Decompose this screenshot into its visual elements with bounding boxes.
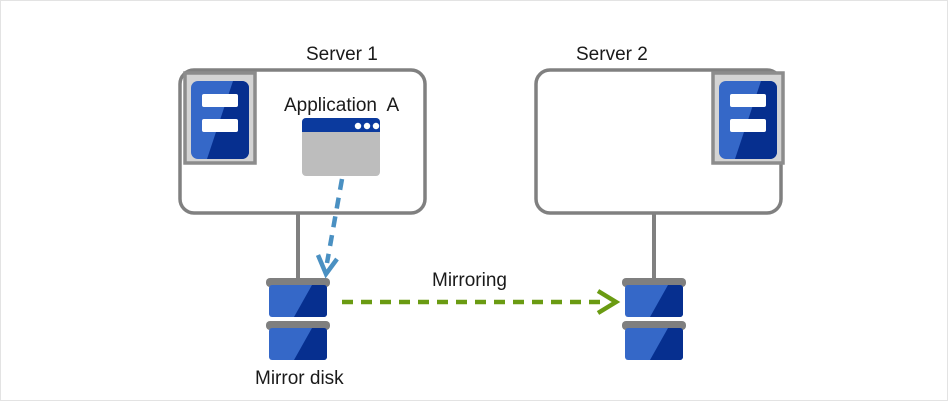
mirror-disk-label: Mirror disk	[255, 368, 344, 389]
mirroring-label: Mirroring	[432, 270, 507, 291]
server-icon	[711, 71, 785, 165]
dashed-right-arrow-icon	[342, 289, 621, 315]
dashed-down-arrow-icon	[315, 178, 345, 279]
server-icon	[183, 71, 257, 165]
disk-stack-icon	[622, 278, 686, 360]
server2-title: Server 2	[576, 44, 648, 65]
application-window-icon	[302, 118, 380, 176]
server1-title: Server 1	[306, 44, 378, 65]
disk-stack-icon	[266, 278, 330, 360]
application-label: Application A	[284, 95, 400, 116]
